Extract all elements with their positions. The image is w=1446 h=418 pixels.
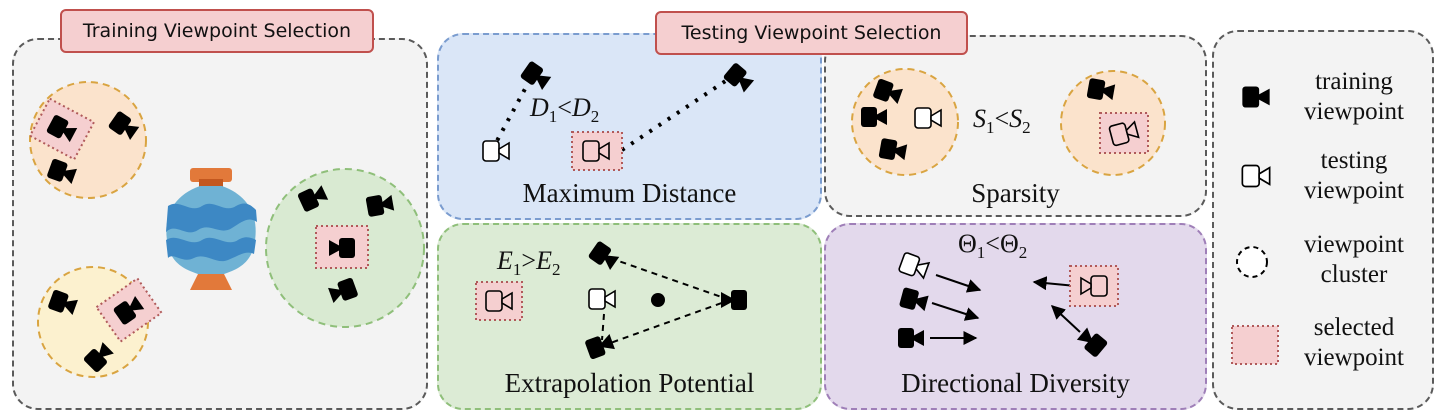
legend-training-label: training viewpoint [1304, 68, 1404, 125]
max-distance-label: D1<D2 [530, 93, 600, 127]
directional-label: Θ1<Θ2 [958, 229, 1028, 263]
vase-icon [166, 168, 257, 290]
extrapolation-caption: Extrapolation Potential [504, 368, 755, 398]
testing-title: Testing Viewpoint Selection [655, 11, 968, 55]
sparsity-caption: Sparsity [971, 178, 1060, 208]
camera-icon [721, 290, 747, 310]
max-distance-panel [437, 33, 822, 220]
training-title: Training Viewpoint Selection [60, 9, 374, 53]
camera-icon [722, 61, 756, 95]
max-distance-caption: Maximum Distance [522, 178, 737, 208]
camera-icon [482, 140, 510, 162]
camera-icon [587, 240, 621, 272]
camera-icon [588, 288, 616, 310]
camera-icon [1241, 164, 1271, 188]
camera-icon [897, 251, 931, 281]
legend-testing-label: testing viewpoint [1304, 147, 1404, 204]
camera-icon [1075, 325, 1109, 359]
camera-icon [584, 332, 616, 360]
centroid-dot [651, 293, 665, 307]
directional-caption: Directional Diversity [901, 368, 1130, 398]
sparsity-label: S1<S2 [973, 104, 1031, 138]
legend-cluster-label: viewpoint cluster [1304, 231, 1404, 288]
camera-icon [1242, 86, 1270, 108]
selected-highlight [1231, 325, 1279, 365]
camera-icon [519, 60, 553, 92]
directional-panel [824, 223, 1207, 410]
camera-icon [898, 286, 930, 314]
camera-icon [898, 328, 924, 348]
extrapolation-label: E1>E2 [497, 246, 561, 280]
selected-highlight [571, 131, 623, 171]
cluster-icon [1236, 246, 1268, 278]
legend-selected-label: selected viewpoint [1304, 314, 1404, 371]
